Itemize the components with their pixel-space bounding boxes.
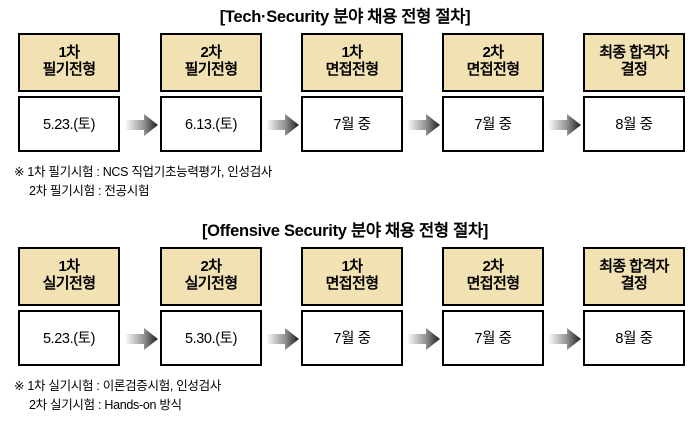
stage-card-3[interactable]: 1차 면접전형 7월 중 xyxy=(301,246,403,366)
arrow-right-icon xyxy=(407,327,440,350)
stage-header-line2: 실기전형 xyxy=(42,275,96,292)
arrow-right-icon xyxy=(125,327,158,350)
notes-offensive-security: ※ 1차 실기시험 : 이론검증시험, 인성검사 2차 실기시험 : Hands… xyxy=(0,377,690,416)
stage-card-5[interactable]: 최종 합격자 결정 8월 중 xyxy=(583,246,685,366)
arrow-right-icon xyxy=(548,113,581,136)
section-title-tech-security: [Tech·Security 분야 채용 전형 절차] xyxy=(219,8,471,26)
stage-body-4: 7월 중 xyxy=(442,309,544,366)
note-line: 2차 필기시험 : 전공시험 xyxy=(29,183,150,198)
stage-header-line1: 최종 합격자 xyxy=(599,44,669,62)
stage-header-line1: 1차 xyxy=(341,258,364,276)
stage-value: 8월 중 xyxy=(615,331,653,347)
stage-header-line2: 면접전형 xyxy=(325,275,379,292)
stage-card-4[interactable]: 2차 면접전형 7월 중 xyxy=(442,246,544,366)
arrow-right-icon xyxy=(266,113,299,136)
flow-section-offensive-security: [Offensive Security 분야 채용 전형 절차] 1차 실기전형… xyxy=(0,214,690,427)
stage-header-line2: 면접전형 xyxy=(466,275,520,292)
arrow-right-icon xyxy=(125,113,158,136)
stage-header-line2: 면접전형 xyxy=(466,61,520,78)
stage-header-line2: 필기전형 xyxy=(184,61,238,78)
stage-value: 5.23.(토) xyxy=(42,117,96,133)
stage-header-2: 2차 실기전형 xyxy=(160,246,262,306)
stage-header-1: 1차 필기전형 xyxy=(18,32,120,92)
flow-row-tech-security: 1차 필기전형 5.23.(토) 2차 필기전형 6.13.(토) 1차 xyxy=(0,32,690,157)
stage-card-2[interactable]: 2차 실기전형 5.30.(토) xyxy=(160,246,262,366)
stage-card-2[interactable]: 2차 필기전형 6.13.(토) xyxy=(160,32,262,152)
arrow-right-icon xyxy=(548,327,581,350)
stage-value: 5.23.(토) xyxy=(42,331,96,347)
stage-header-line2: 면접전형 xyxy=(325,61,379,78)
stage-value: 7월 중 xyxy=(333,331,371,347)
note-line: 2차 실기시험 : Hands-on 방식 xyxy=(29,397,182,412)
stage-header-line2: 실기전형 xyxy=(184,275,238,292)
stage-card-4[interactable]: 2차 면접전형 7월 중 xyxy=(442,32,544,152)
stage-header-line1: 1차 xyxy=(58,258,81,276)
stage-value: 6.13.(토) xyxy=(184,117,238,133)
stage-header-line2: 결정 xyxy=(620,275,648,292)
stage-header-line1: 최종 합격자 xyxy=(599,258,669,276)
stage-body-2: 5.30.(토) xyxy=(160,309,262,366)
stage-header-4: 2차 면접전형 xyxy=(442,246,544,306)
stage-value: 7월 중 xyxy=(474,117,512,133)
note-line: ※ 1차 실기시험 : 이론검증시험, 인성검사 xyxy=(14,378,222,393)
stage-header-line1: 2차 xyxy=(482,44,505,62)
stage-header-line1: 2차 xyxy=(200,258,223,276)
stage-header-line1: 2차 xyxy=(482,258,505,276)
stage-header-line1: 1차 xyxy=(58,44,81,62)
stage-header-1: 1차 실기전형 xyxy=(18,246,120,306)
notes-tech-security: ※ 1차 필기시험 : NCS 직업기초능력평가, 인성검사 2차 필기시험 :… xyxy=(0,163,690,202)
stage-body-3: 7월 중 xyxy=(301,95,403,152)
note-line: ※ 1차 필기시험 : NCS 직업기초능력평가, 인성검사 xyxy=(14,164,273,179)
flow-section-tech-security: [Tech·Security 분야 채용 전형 절차] 1차 필기전형 5.23… xyxy=(0,8,690,202)
stage-header-line2: 결정 xyxy=(620,61,648,78)
stage-header-5: 최종 합격자 결정 xyxy=(583,246,685,306)
stage-header-4: 2차 면접전형 xyxy=(442,32,544,92)
stage-value: 5.30.(토) xyxy=(184,331,238,347)
arrow-right-icon xyxy=(266,327,299,350)
stage-value: 8월 중 xyxy=(615,117,653,133)
stage-card-5[interactable]: 최종 합격자 결정 8월 중 xyxy=(583,32,685,152)
stage-header-line1: 2차 xyxy=(200,44,223,62)
stage-header-5: 최종 합격자 결정 xyxy=(583,32,685,92)
stage-header-3: 1차 면접전형 xyxy=(301,32,403,92)
stage-body-5: 8월 중 xyxy=(583,95,685,152)
stage-body-4: 7월 중 xyxy=(442,95,544,152)
stage-body-3: 7월 중 xyxy=(301,309,403,366)
stage-body-2: 6.13.(토) xyxy=(160,95,262,152)
stage-body-1: 5.23.(토) xyxy=(18,309,120,366)
stage-header-2: 2차 필기전형 xyxy=(160,32,262,92)
flow-row-offensive-security: 1차 실기전형 5.23.(토) 2차 실기전형 5.30.(토) 1차 xyxy=(0,246,690,371)
stage-value: 7월 중 xyxy=(333,117,371,133)
stage-header-line2: 필기전형 xyxy=(42,61,96,78)
stage-body-5: 8월 중 xyxy=(583,309,685,366)
stage-value: 7월 중 xyxy=(474,331,512,347)
arrow-right-icon xyxy=(407,113,440,136)
stage-body-1: 5.23.(토) xyxy=(18,95,120,152)
stage-card-1[interactable]: 1차 필기전형 5.23.(토) xyxy=(18,32,120,152)
stage-card-3[interactable]: 1차 면접전형 7월 중 xyxy=(301,32,403,152)
stage-card-1[interactable]: 1차 실기전형 5.23.(토) xyxy=(18,246,120,366)
section-title-offensive-security: [Offensive Security 분야 채용 전형 절차] xyxy=(201,222,489,240)
stage-header-line1: 1차 xyxy=(341,44,364,62)
stage-header-3: 1차 면접전형 xyxy=(301,246,403,306)
